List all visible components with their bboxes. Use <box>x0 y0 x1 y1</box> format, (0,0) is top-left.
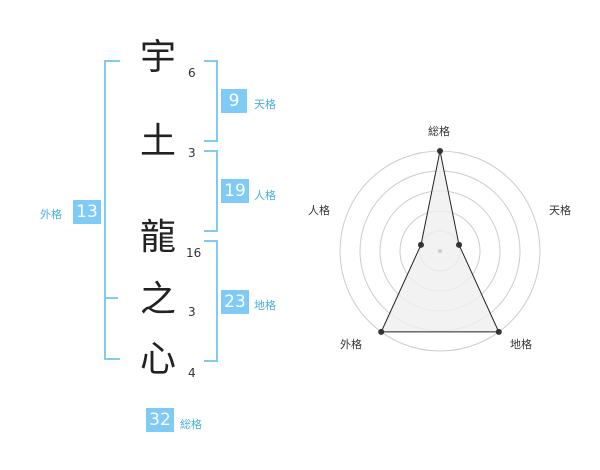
radar-point-2 <box>456 241 463 248</box>
chikaku-bracket <box>204 240 218 362</box>
radar-point-4 <box>378 328 385 335</box>
gaikaku-bracket <box>104 60 120 360</box>
jinkaku-bracket <box>204 150 218 232</box>
stroke-count-3: 16 <box>186 246 202 260</box>
radar-point-5 <box>417 241 424 248</box>
chikaku-badge: 23 <box>221 290 249 314</box>
radar-point-3 <box>495 328 502 335</box>
soukaku-label: 総格 <box>180 418 202 431</box>
radar-label-tenkaku: 天格 <box>549 204 571 217</box>
stroke-count-4: 3 <box>188 305 196 319</box>
radar-center <box>438 249 442 253</box>
tenkaku-label: 天格 <box>254 98 276 111</box>
stroke-count-5: 4 <box>188 366 196 380</box>
name-char-3: 龍 <box>140 217 177 258</box>
gaikaku-badge: 13 <box>73 200 101 224</box>
radar-polygon <box>380 150 500 333</box>
name-char-2: 土 <box>140 121 177 162</box>
name-char-4: 之 <box>140 279 177 320</box>
tenkaku-bracket <box>204 60 218 142</box>
radar-label-jinkaku: 人格 <box>308 204 330 217</box>
tenkaku-badge: 9 <box>221 89 247 113</box>
radar-label-gaikaku: 外格 <box>340 338 362 351</box>
gaikaku-label: 外格 <box>40 208 62 221</box>
chikaku-label: 地格 <box>254 299 276 312</box>
name-char-1: 宇 <box>140 37 177 78</box>
stroke-count-2: 3 <box>188 146 196 160</box>
jinkaku-label: 人格 <box>254 189 276 202</box>
radar-label-soukaku: 総格 <box>428 125 450 138</box>
radar-label-chikaku: 地格 <box>510 338 532 351</box>
gaikaku-bracket-tick <box>104 297 118 299</box>
name-char-5: 心 <box>140 339 177 380</box>
radar-point-1 <box>437 148 443 154</box>
soukaku-badge: 32 <box>146 408 174 432</box>
stroke-count-1: 6 <box>188 66 196 80</box>
jinkaku-badge: 19 <box>221 179 249 203</box>
